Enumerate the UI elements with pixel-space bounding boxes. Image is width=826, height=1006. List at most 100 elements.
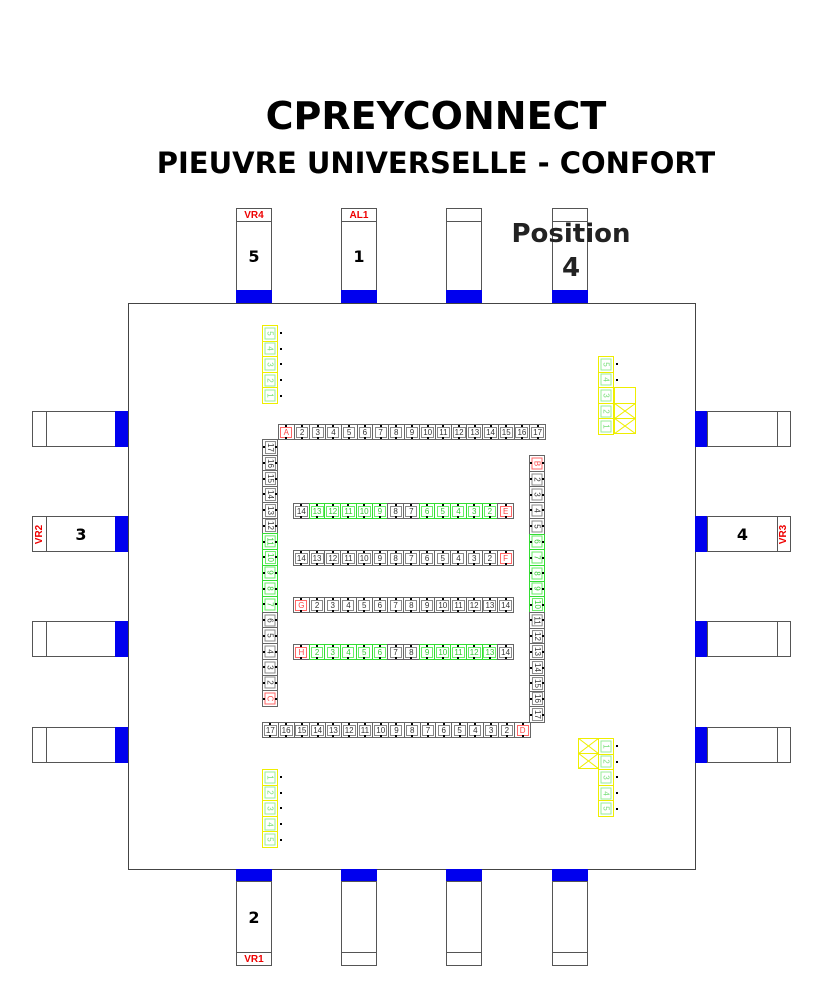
pin-cell[interactable]: 2 <box>262 784 282 802</box>
connector-port[interactable] <box>552 869 588 882</box>
pin-cell[interactable]: 11 <box>356 722 374 738</box>
connector-port[interactable] <box>446 869 482 882</box>
pin-cell[interactable]: 4 <box>262 643 278 660</box>
pin-cell[interactable]: 5 <box>598 800 618 817</box>
connector-port[interactable] <box>695 411 708 447</box>
pin-cell[interactable]: 11 <box>340 550 357 566</box>
connector-number[interactable] <box>46 621 116 657</box>
connector-number[interactable]: 3 <box>46 516 116 552</box>
pin-cell[interactable]: 4 <box>450 503 467 519</box>
pin-cell[interactable]: 17 <box>529 424 546 440</box>
pin-cell[interactable]: D <box>514 722 531 738</box>
pin-cell[interactable]: 6 <box>435 722 453 738</box>
pin-cell[interactable]: 15 <box>262 470 278 488</box>
pin-cell[interactable]: 3 <box>482 722 500 738</box>
pin-cell[interactable]: A <box>278 424 295 440</box>
pin-cell[interactable]: 16 <box>513 424 531 440</box>
connector-port[interactable] <box>236 290 272 303</box>
pin-cell[interactable]: 15 <box>497 424 515 440</box>
pin-cell[interactable]: 4 <box>598 371 618 389</box>
connector-number[interactable] <box>446 881 482 953</box>
pin-cell[interactable]: 11 <box>450 644 467 660</box>
pin-cell[interactable]: 2 <box>481 550 499 566</box>
pin-cell[interactable]: 11 <box>340 503 357 519</box>
pin-cell[interactable]: 11 <box>529 612 545 629</box>
pin-cell[interactable]: 7 <box>372 424 389 440</box>
connector-port[interactable] <box>552 290 588 303</box>
connector-number[interactable] <box>46 411 116 447</box>
pin-cell[interactable]: 3 <box>262 658 278 676</box>
pin-cell[interactable]: 6 <box>529 533 545 551</box>
pin-cell[interactable]: 8 <box>387 503 404 519</box>
connector-number[interactable] <box>341 881 377 953</box>
pin-cell[interactable]: 5 <box>262 325 282 342</box>
pin-cell[interactable]: 10 <box>262 548 278 566</box>
pin-cell[interactable]: 9 <box>388 722 405 738</box>
pin-cell[interactable]: 10 <box>355 503 373 519</box>
pin-cell[interactable]: 8 <box>529 564 545 582</box>
pin-cell[interactable]: 9 <box>418 597 436 613</box>
pin-cell[interactable]: 3 <box>465 503 483 519</box>
connector-port[interactable] <box>341 290 377 303</box>
pin-cell[interactable]: 11 <box>435 424 452 440</box>
pin-cell[interactable]: 5 <box>451 722 468 738</box>
pin-cell[interactable]: 5 <box>355 644 373 660</box>
pin-cell[interactable]: 2 <box>308 597 326 613</box>
pin-cell[interactable]: 13 <box>262 501 278 519</box>
pin-cell[interactable]: 5 <box>340 424 358 440</box>
pin-cell[interactable]: 7 <box>419 722 437 738</box>
pin-cell[interactable]: F <box>497 550 514 566</box>
connector-port[interactable] <box>115 411 128 447</box>
pin-cell[interactable]: 17 <box>262 722 279 738</box>
connector-number[interactable]: 1 <box>341 221 377 291</box>
pin-cell[interactable]: 10 <box>434 644 452 660</box>
connector-port[interactable] <box>115 516 128 552</box>
pin-cell[interactable]: 3 <box>529 486 545 504</box>
pin-cell[interactable]: 12 <box>450 424 468 440</box>
pin-cell[interactable]: 5 <box>529 517 545 535</box>
pin-cell[interactable]: 3 <box>324 597 342 613</box>
connector-number[interactable] <box>707 621 778 657</box>
pin-cell[interactable]: 5 <box>355 597 373 613</box>
pin-cell[interactable]: 16 <box>262 454 278 472</box>
pin-cell[interactable]: 9 <box>371 503 389 519</box>
pin-cell[interactable]: 3 <box>309 424 327 440</box>
pin-cell[interactable]: 13 <box>481 644 499 660</box>
pin-cell[interactable]: 13 <box>466 424 484 440</box>
pin-cell[interactable]: 8 <box>403 597 420 613</box>
pin-cell[interactable]: 2 <box>293 424 311 440</box>
pin-cell[interactable]: H <box>293 644 310 660</box>
pin-cell[interactable]: 8 <box>403 644 420 660</box>
pin-cell[interactable]: 3 <box>262 356 282 373</box>
pin-cell[interactable]: 10 <box>434 597 452 613</box>
pin-cell[interactable]: 3 <box>598 769 618 786</box>
connector-port[interactable] <box>446 290 482 303</box>
pin-cell[interactable]: 7 <box>403 550 420 566</box>
pin-cell[interactable]: 1 <box>262 387 282 404</box>
pin-cell[interactable]: 8 <box>262 580 278 598</box>
pin-cell[interactable]: 5 <box>262 627 278 645</box>
pin-cell[interactable]: 4 <box>529 502 545 519</box>
pin-cell[interactable]: 16 <box>529 690 545 708</box>
pin-cell[interactable]: 6 <box>262 611 278 629</box>
pin-cell[interactable]: 3 <box>262 800 282 817</box>
pin-cell[interactable]: 5 <box>598 356 618 373</box>
connector-number[interactable] <box>552 221 588 291</box>
pin-cell[interactable]: 11 <box>262 533 278 550</box>
pin-cell[interactable]: G <box>293 597 310 613</box>
pin-cell[interactable]: 5 <box>262 831 282 848</box>
pin-cell[interactable]: 12 <box>465 597 483 613</box>
pin-cell[interactable]: 12 <box>529 627 545 645</box>
pin-cell[interactable]: 2 <box>598 402 618 420</box>
pin-cell[interactable]: 4 <box>340 597 357 613</box>
pin-cell[interactable]: 9 <box>403 424 421 440</box>
pin-cell[interactable]: 16 <box>277 722 295 738</box>
pin-cell[interactable]: 10 <box>529 596 545 614</box>
pin-cell[interactable]: 15 <box>293 722 311 738</box>
pin-cell[interactable]: 5 <box>434 550 452 566</box>
connector-number[interactable] <box>46 727 116 763</box>
pin-cell[interactable]: 14 <box>309 722 327 738</box>
pin-cell[interactable]: 6 <box>371 644 389 660</box>
pin-cell[interactable]: 8 <box>403 722 421 738</box>
pin-cell[interactable]: 4 <box>262 815 282 833</box>
